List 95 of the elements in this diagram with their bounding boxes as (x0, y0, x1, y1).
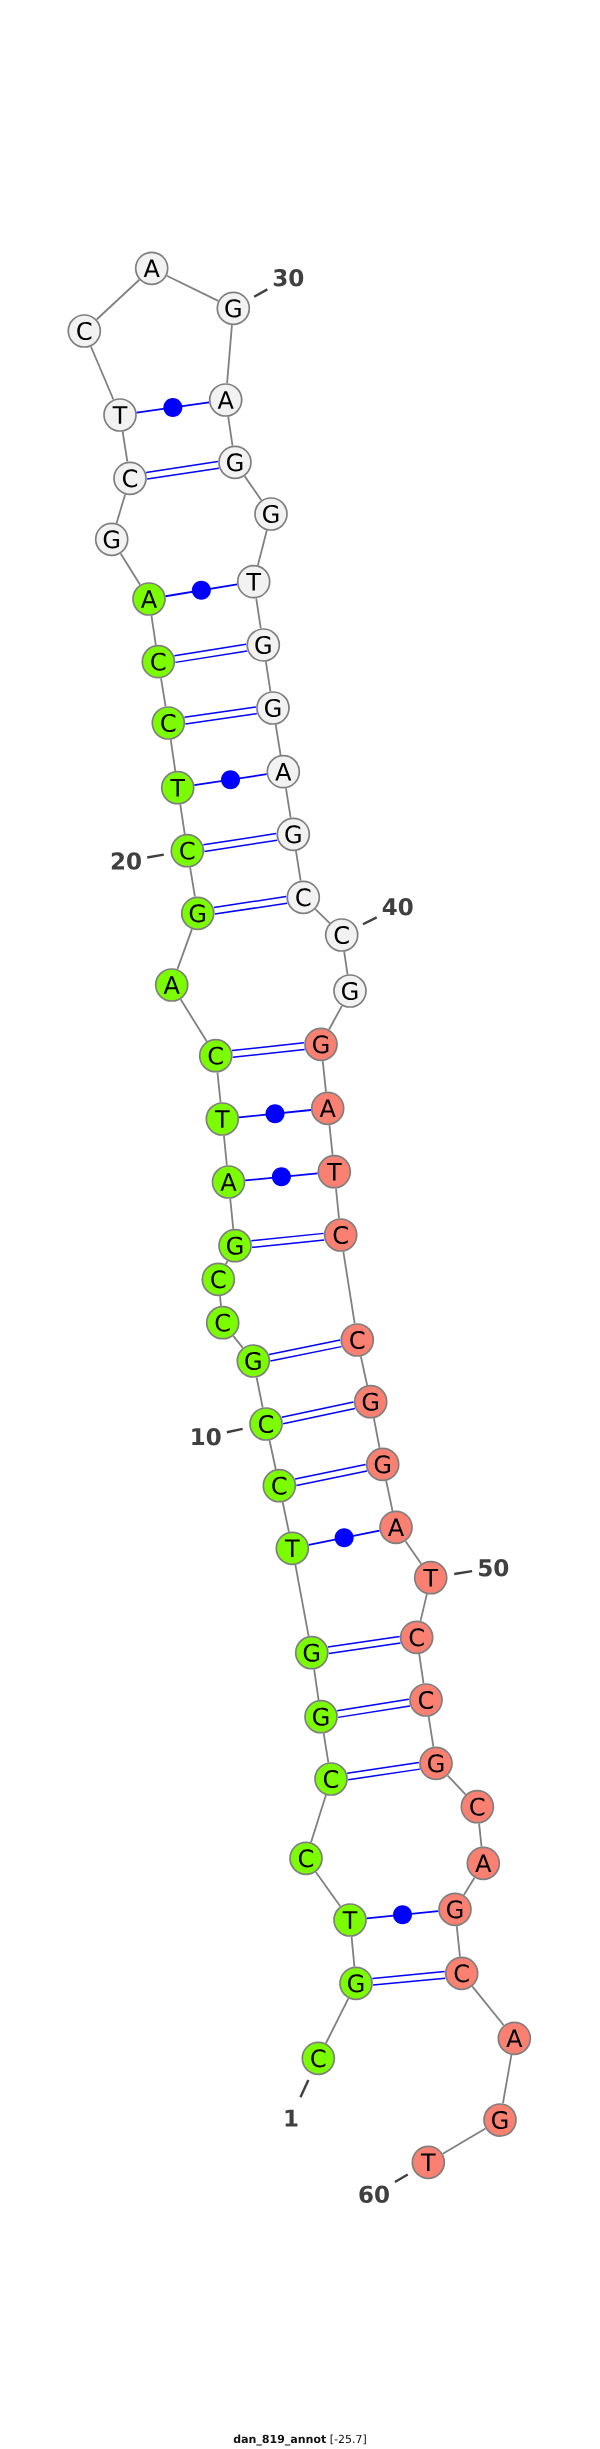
backbone-line (226, 324, 233, 385)
base-pair-line (135, 398, 210, 417)
backbone-line (176, 928, 193, 971)
backbone-line (419, 1593, 428, 1622)
backbone-line (90, 345, 115, 401)
backbone-line (455, 1925, 461, 1958)
backbone-line (427, 1715, 435, 1748)
backbone-line (95, 278, 141, 321)
leader-line (362, 916, 378, 926)
base-pair-line (251, 1232, 325, 1249)
backbone-line (314, 908, 331, 925)
base-pair-line (295, 1463, 368, 1487)
base-pair-line (372, 1970, 446, 1986)
position-number: 40 (382, 898, 413, 916)
leader-line (253, 288, 268, 298)
backbone-line (264, 660, 272, 693)
backbone-line (502, 2054, 513, 2105)
base-pair-line (232, 1042, 305, 1058)
backbone-line (223, 1134, 228, 1167)
backbone-line (165, 274, 220, 302)
backbone-line (471, 1985, 505, 2027)
backbone-line (179, 998, 208, 1043)
backbone-line (281, 1501, 290, 1533)
position-number: 10 (192, 1428, 221, 1446)
backbone-line (121, 430, 129, 463)
backbone-line (441, 2127, 487, 2155)
backbone-line (224, 1259, 229, 1266)
backbone-line (227, 415, 234, 447)
backbone-line (169, 738, 177, 772)
base-pair-line (164, 580, 238, 600)
base-pair-line (244, 1167, 319, 1187)
leader-line (394, 2173, 409, 2184)
base-pair-line (174, 643, 248, 664)
backbone-line (342, 1250, 356, 1325)
base-pair-line (184, 706, 257, 725)
backbone-line (404, 1540, 423, 1565)
base-pair-line (269, 1339, 342, 1362)
backbone-line (314, 1871, 342, 1908)
base-pair-line (193, 770, 268, 790)
backbone-line (115, 493, 127, 525)
backbone-line (189, 866, 196, 898)
backbone-line (179, 803, 186, 835)
backbone-line (310, 1794, 327, 1844)
base-pair-line (365, 1905, 440, 1925)
backbone-line (243, 475, 263, 502)
backbone-line (478, 1822, 483, 1848)
backbone-line (335, 1187, 340, 1220)
backbone-line (295, 850, 302, 882)
backbone-line (462, 1876, 476, 1896)
backbone-line (446, 1774, 467, 1796)
backbone-line (268, 1439, 277, 1471)
backbone-line (350, 1935, 356, 1968)
backbone-line (119, 552, 141, 586)
base-pair-line (337, 1698, 410, 1719)
backbone-line (285, 787, 292, 819)
backbone-line (328, 1004, 343, 1031)
caption: dan_819_annot [-25.7] (233, 2434, 366, 2446)
backbone-line (294, 1564, 310, 1638)
position-number: 1 (285, 2109, 298, 2127)
backbone-line (373, 1417, 381, 1449)
backbone-line (256, 529, 268, 567)
backbone-line (232, 1335, 244, 1349)
base-pair-line (238, 1104, 312, 1124)
leader-line (299, 2079, 310, 2098)
base-pair-line (146, 460, 219, 480)
base-pair-line (281, 1401, 356, 1425)
backbone-line (255, 1376, 264, 1409)
backbone-line (418, 1653, 425, 1685)
backbone-line (313, 1668, 320, 1701)
base-pair-line (347, 1761, 420, 1781)
position-number: 20 (111, 852, 141, 870)
leader-line (226, 1427, 243, 1434)
position-number: 30 (273, 269, 304, 287)
backbone-line (328, 1124, 334, 1156)
leader-line (454, 1569, 473, 1576)
backbone-line (322, 1732, 330, 1764)
position-number: 60 (359, 2185, 389, 2204)
leader-line (147, 853, 164, 859)
base-pair-line (307, 1528, 381, 1548)
backbone-line (321, 1060, 327, 1093)
base-pair-line (213, 895, 288, 915)
backbone-line (274, 723, 282, 756)
backbone-line (343, 950, 349, 976)
base-pair-line (203, 832, 278, 853)
backbone-line (385, 1479, 394, 1512)
backbone-line (219, 1295, 222, 1307)
backbone-line (216, 1071, 222, 1104)
backbone-line (255, 597, 262, 630)
backbone-line (324, 1997, 350, 2045)
backbone-line (229, 1197, 235, 1230)
backbone-line (160, 677, 167, 708)
position-number: 50 (479, 1559, 509, 1577)
backbone-line (150, 614, 157, 646)
backbone-line (360, 1355, 369, 1387)
base-pair-line (327, 1635, 401, 1655)
